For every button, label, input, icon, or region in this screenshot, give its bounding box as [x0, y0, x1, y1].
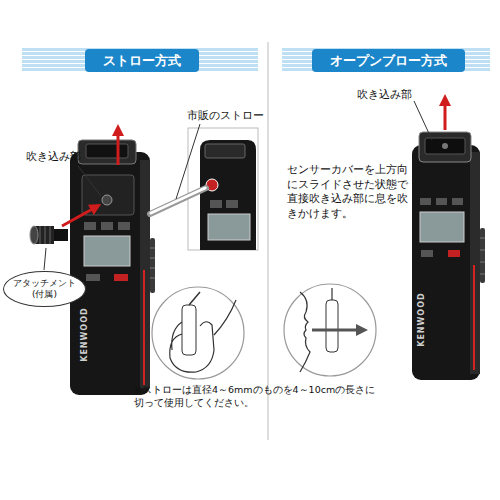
usage-circle	[152, 287, 244, 379]
section-divider	[268, 42, 269, 440]
breathalyzer-device	[70, 140, 155, 395]
leader-line	[44, 248, 46, 270]
header-band	[282, 48, 490, 72]
usage-note: ※ストローは直径4～6mmのものを4～10cmの長さに切って使用してください。	[134, 383, 379, 410]
attachment-part	[30, 226, 68, 244]
leader-line	[78, 166, 101, 196]
header-band	[22, 48, 258, 72]
leader-line	[414, 101, 432, 140]
usage-circle	[284, 284, 376, 376]
breathalyzer-device	[412, 132, 485, 380]
usage-note: センサーカバーを上方向にスライドさせた状態で直接吹き込み部に息を吹きかけます。	[287, 162, 409, 221]
breath-arrow	[117, 130, 120, 165]
node-title: アタッチメント	[13, 278, 76, 289]
part-label: 吹き込み部	[357, 87, 412, 102]
brand-logo: KENWOOD	[415, 293, 426, 347]
method-header: オープンブロー方式	[312, 49, 465, 72]
attachment-oval: アタッチメント(付属)	[3, 271, 86, 308]
brand-logo: KENWOOD	[78, 308, 89, 362]
node-title: オープンブロー方式	[330, 53, 447, 68]
method-header: ストロー方式	[85, 49, 199, 72]
insert-arrow	[62, 207, 96, 226]
node-note: (付属)	[13, 289, 76, 300]
breath-arrow	[444, 100, 447, 130]
part-label: 市販のストロー	[187, 108, 264, 123]
part-label: 吹き込み部	[26, 149, 81, 164]
leader-line	[176, 124, 200, 199]
node-title: ストロー方式	[103, 53, 181, 68]
